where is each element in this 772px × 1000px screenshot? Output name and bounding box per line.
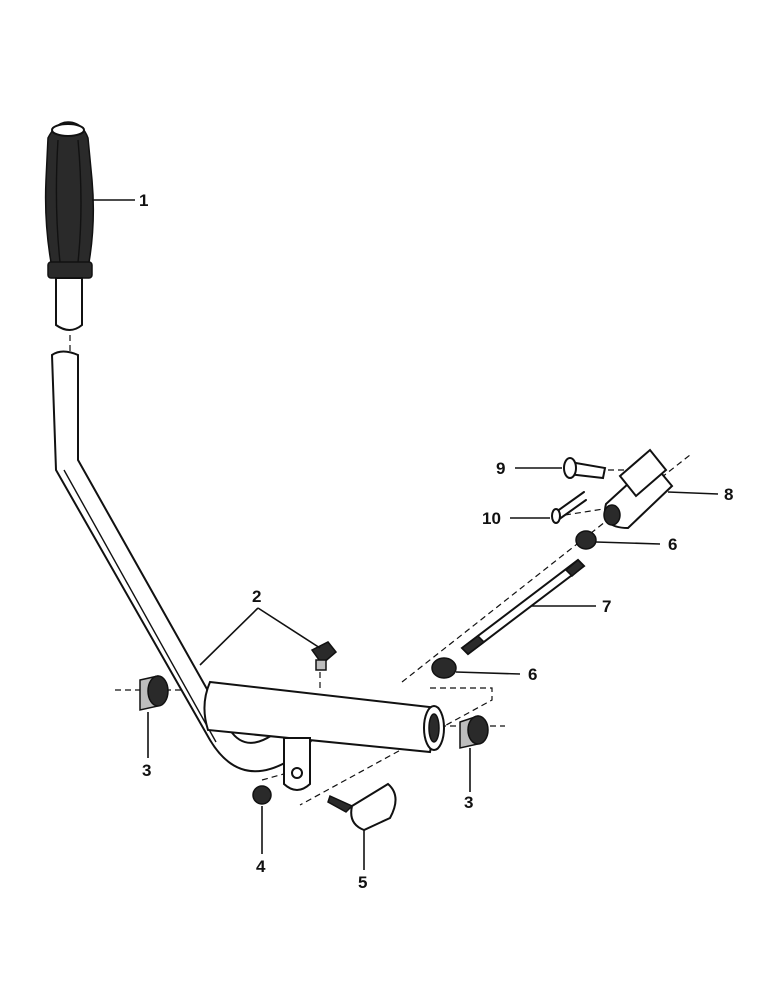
leader-lines	[92, 199, 719, 870]
grease-fitting	[310, 641, 338, 671]
callout-8: 8	[724, 485, 733, 504]
callout-7: 7	[602, 597, 611, 616]
clevis-pin	[563, 457, 607, 480]
cotter-pin	[551, 491, 587, 524]
callout-6-lower: 6	[528, 665, 537, 684]
callout-labels: 1 2 3 3 4 5 6 6 7 8 9 10	[139, 191, 733, 892]
cross-shaft	[203, 680, 445, 754]
shaft-arm	[283, 737, 311, 791]
callout-3-right: 3	[464, 793, 473, 812]
nut-lower	[431, 657, 457, 679]
callout-10: 10	[482, 509, 501, 528]
bushing-left	[139, 675, 169, 711]
threaded-rod	[460, 558, 586, 656]
callout-6-upper: 6	[668, 535, 677, 554]
bushing-right	[459, 715, 489, 749]
callout-3-left: 3	[142, 761, 151, 780]
callout-2: 2	[252, 587, 261, 606]
callout-1: 1	[139, 191, 148, 210]
nut-small	[252, 785, 272, 805]
callout-4: 4	[256, 857, 266, 876]
clevis	[603, 448, 674, 530]
nut-upper	[575, 530, 597, 550]
hand-grip	[44, 121, 95, 331]
callout-9: 9	[496, 459, 505, 478]
pivot-pin	[327, 782, 397, 832]
callout-5: 5	[358, 873, 367, 892]
